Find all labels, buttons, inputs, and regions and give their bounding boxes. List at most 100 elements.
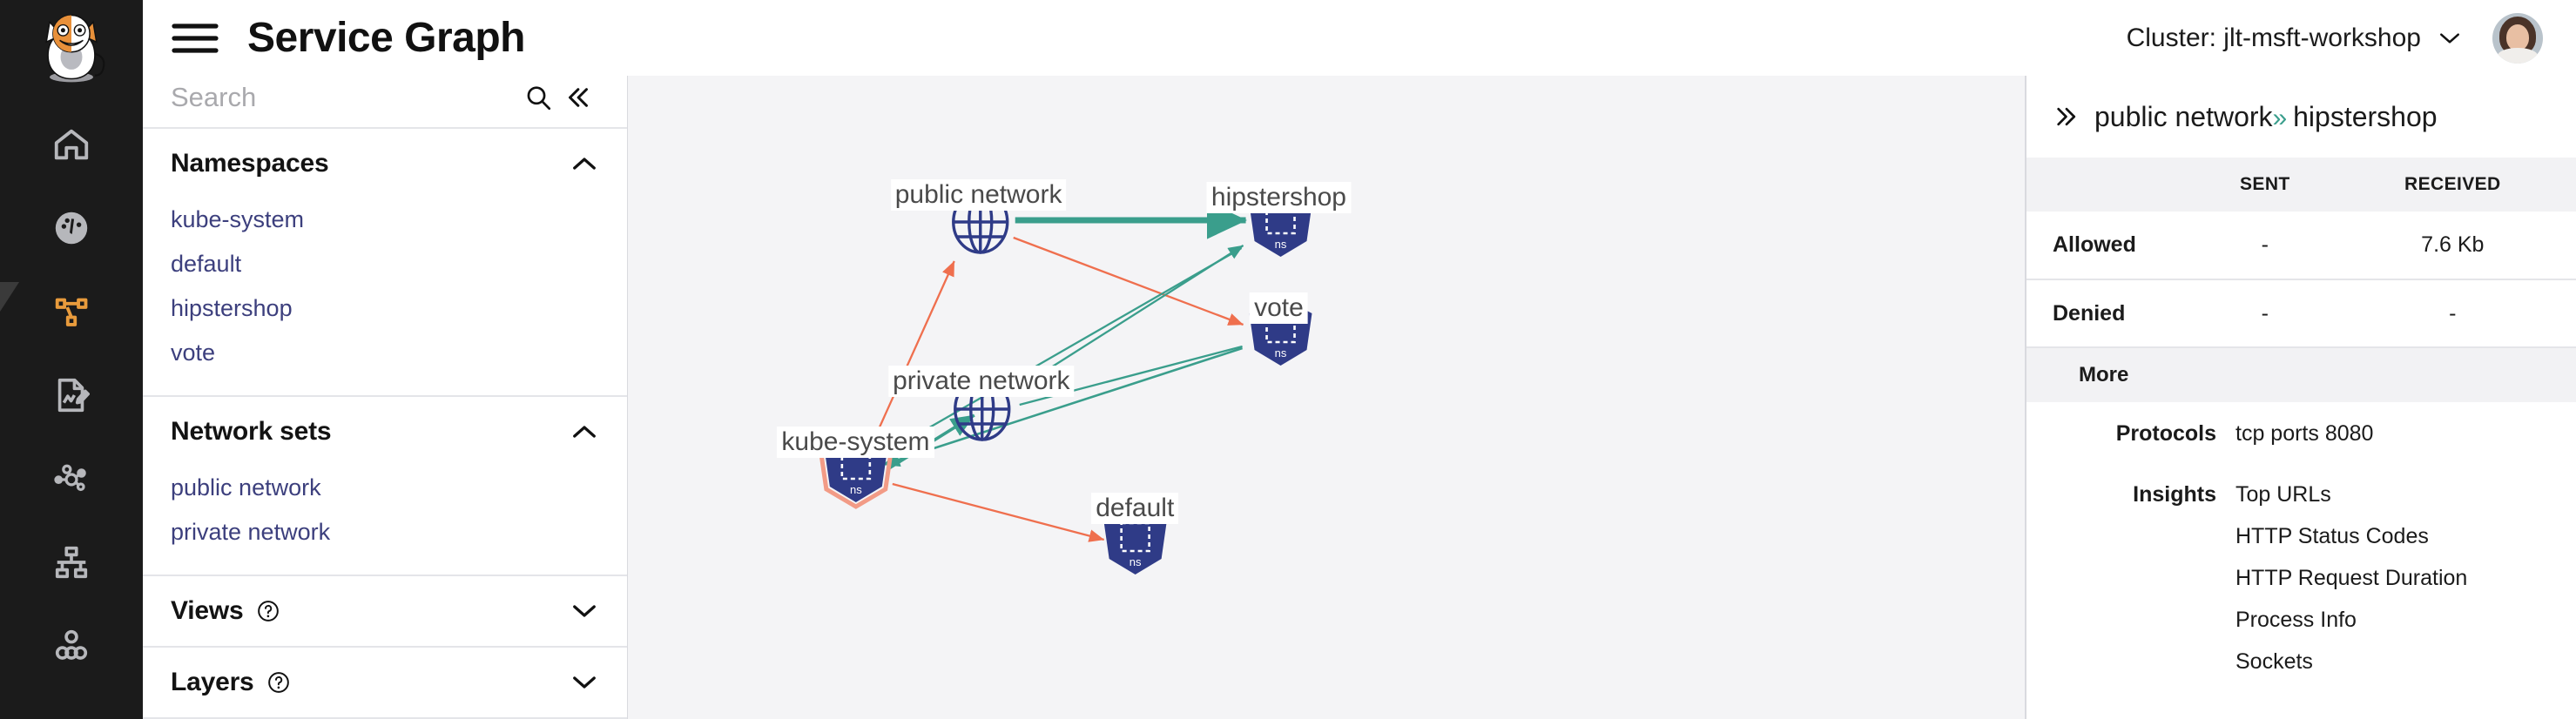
insights-field: Insights Top URLs HTTP Status Codes HTTP… [2026,463,2576,691]
search-input[interactable] [171,82,518,114]
hamburger-icon[interactable] [171,18,223,58]
filter-section-views: Views [143,576,627,648]
traffic-row-sent: - [2201,212,2330,280]
graph-svg: ns ns ns [818,188,1312,575]
rail-item-policies[interactable] [0,353,143,437]
namespace-item-kube-system[interactable]: kube-system [171,206,305,232]
traffic-row-received: - [2329,279,2576,348]
double-chevron-right-icon[interactable] [2053,103,2080,131]
insight-item-top-urls[interactable]: Top URLs [2235,482,2331,507]
traffic-table-col-received: RECEIVED [2329,158,2576,212]
calico-cat-logo[interactable] [30,5,113,89]
svg-text:ns: ns [1130,555,1142,568]
icon-rail [0,0,143,719]
protocols-values: tcp ports 8080 [2235,421,2373,463]
chevron-down-icon[interactable] [571,675,597,690]
filter-section-network-sets-header[interactable]: Network sets [143,397,627,467]
traffic-row-received: 7.6 Kb [2329,212,2576,280]
filter-section-network-sets: Network sets public network private netw… [143,397,627,576]
graph-node-label-default[interactable]: default [1091,493,1179,524]
protocols-field: Protocols tcp ports 8080 [2026,402,2576,463]
chevron-up-icon[interactable] [571,424,597,440]
traffic-row-label: Allowed [2026,212,2201,280]
search-row [143,68,627,129]
filter-section-layers-header[interactable]: Layers [143,648,627,717]
namespace-item-default[interactable]: default [171,251,242,277]
edge-public-network-vote [1013,236,1244,326]
more-section-header[interactable]: More [2026,348,2576,402]
rail-item-network-sets[interactable] [0,437,143,521]
graph-node-label-public-network[interactable]: public network [890,179,1067,211]
insights-values: Top URLs HTTP Status Codes HTTP Request … [2235,482,2467,691]
namespace-item-vote[interactable]: vote [171,339,216,366]
graph-node-label-private-network[interactable]: private network [888,366,1075,397]
edge-kube-system-public-network [874,260,955,436]
top-header-bar: Service Graph Cluster: jlt-msft-workshop [143,0,2576,76]
help-circle-icon[interactable] [266,670,291,695]
help-circle-icon[interactable] [256,599,280,623]
graph-edges [874,201,1247,542]
filter-section-views-header[interactable]: Views [143,576,627,646]
rail-item-home[interactable] [0,103,143,186]
traffic-table-header-row: SENT RECEIVED [2026,158,2576,212]
detail-title-separator-icon: » [2272,103,2288,132]
edge-hipstershop-kube-system [880,247,1243,456]
insight-item-sockets[interactable]: Sockets [2235,649,2313,674]
namespace-list: kube-system default hipstershop vote [143,198,627,395]
insight-item-http-request-duration[interactable]: HTTP Request Duration [2235,566,2468,590]
double-chevron-left-icon[interactable] [558,76,598,119]
rail-item-clusters[interactable] [0,604,143,688]
insights-label: Insights [2133,482,2216,507]
detail-title-row: public network» hipstershop [2026,76,2576,158]
traffic-row-sent: - [2201,279,2330,348]
svg-text:ns: ns [1275,346,1287,360]
traffic-table-row-allowed: Allowed - 7.6 Kb [2026,212,2576,280]
rail-item-list [0,103,143,688]
graph-node-label-hipstershop[interactable]: hipstershop [1206,182,1352,213]
cluster-label: Cluster: jlt-msft-workshop [2126,23,2421,52]
insight-item-http-status-codes[interactable]: HTTP Status Codes [2235,524,2429,548]
svg-text:ns: ns [850,483,862,496]
graph-node-label-vote[interactable]: vote [1250,292,1308,324]
rail-item-service-graph[interactable] [0,270,143,353]
protocol-value: tcp ports 8080 [2235,421,2374,446]
cluster-selector[interactable]: Cluster: jlt-msft-workshop [2127,24,2461,53]
edge-kube-system-default [892,482,1105,542]
traffic-table-row-denied: Denied - - [2026,279,2576,348]
traffic-table: SENT RECEIVED Allowed - 7.6 Kb Denied - … [2026,158,2576,348]
protocols-label: Protocols [2115,421,2216,446]
filter-section-namespaces-header[interactable]: Namespaces [143,129,627,198]
detail-title-target: hipstershop [2293,100,2438,132]
filter-section-layers: Layers [143,648,627,719]
network-set-item-private-network[interactable]: private network [171,519,331,545]
traffic-row-label: Denied [2026,279,2201,348]
edge-vote-kube-system [882,346,1243,467]
network-set-list: public network private network [143,467,627,575]
filter-section-title: Network sets [171,417,332,446]
avatar-body [2498,47,2538,64]
search-icon[interactable] [518,76,558,119]
traffic-table-col-blank [2026,158,2201,212]
rail-item-dashboard[interactable] [0,186,143,270]
filter-section-title: Namespaces [171,149,329,178]
graph-canvas[interactable]: ns ns ns [628,0,2025,719]
svg-text:ns: ns [1275,238,1287,251]
chevron-down-icon[interactable] [571,603,597,619]
avatar-face [2506,24,2529,50]
filter-section-title: Views [171,596,244,625]
insight-item-process-info[interactable]: Process Info [2235,608,2357,632]
network-set-item-public-network[interactable]: public network [171,474,321,501]
detail-title-source: public network [2094,100,2273,132]
graph-area: Namespaces from 15 minutes to 0 minutes … [628,0,2026,719]
traffic-table-col-sent: SENT [2201,158,2330,212]
avatar[interactable] [2492,12,2543,64]
rail-item-nodes[interactable] [0,521,143,604]
graph-node-label-kube-system[interactable]: kube-system [777,427,934,458]
filter-section-title: Layers [171,668,254,696]
chevron-down-icon[interactable] [2438,31,2461,45]
namespace-item-hipstershop[interactable]: hipstershop [171,295,293,321]
chevron-up-icon[interactable] [571,156,597,171]
filter-section-namespaces: Namespaces kube-system default hipstersh… [143,129,627,397]
detail-title: public network» hipstershop [2094,101,2438,133]
